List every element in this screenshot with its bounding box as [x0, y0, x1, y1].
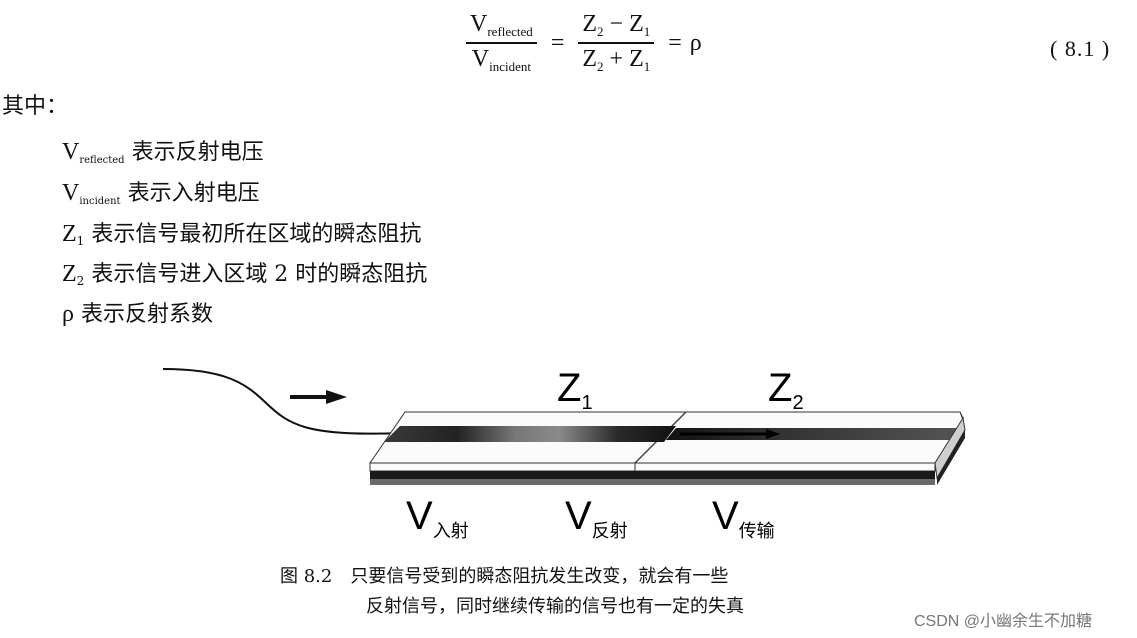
definition-text: 表示反射系数 — [80, 302, 213, 327]
subscript: 1 — [643, 59, 651, 74]
definition-subscript: incident — [79, 196, 121, 207]
v-symbol: V — [471, 46, 490, 72]
minus-sign: − — [609, 11, 624, 37]
board-front-z2 — [634, 462, 936, 472]
definition-symbol: V — [62, 139, 80, 165]
impedance-ratio-fraction: Z2 − Z1 Z2 + Z1 — [578, 11, 655, 75]
v-reflected-subscript: 反射 — [591, 521, 628, 542]
board-front-z1 — [369, 462, 636, 472]
definition-item: ρ 表示反射系数 — [62, 298, 427, 338]
subscript: 1 — [643, 24, 651, 39]
definition-list: Vreflected 表示反射电压 Vincident 表示入射电压 Z1 表示… — [62, 136, 427, 338]
z1-subscript: 1 — [581, 392, 593, 414]
definition-text: 表示反射电压 — [131, 140, 264, 165]
transmitted-signal-arrow — [680, 429, 780, 439]
signal-direction-arrow — [290, 390, 347, 404]
reflected-subscript: reflected — [487, 24, 533, 39]
z2-subscript: 2 — [792, 392, 804, 414]
caption-line-2: 反射信号，同时继续传输的信号也有一定的失真 — [366, 596, 744, 617]
v-transmitted-symbol: V — [712, 494, 739, 538]
definition-symbol: V — [62, 180, 80, 206]
definition-subscript: 2 — [76, 274, 85, 288]
equals-sign: = — [668, 29, 682, 56]
equation: Vreflected Vincident = Z2 − Z1 Z2 + Z1 =… — [460, 8, 702, 78]
caption-line-1: 图 8.2 只要信号受到的瞬态阻抗发生改变，就会有一些 — [280, 566, 729, 587]
subscript: 2 — [597, 59, 604, 74]
z1-label: Z1 — [557, 366, 593, 415]
definition-item: Z1 表示信号最初所在区域的瞬态阻抗 — [62, 218, 427, 258]
v-symbol: V — [470, 11, 488, 37]
definition-symbol: ρ — [62, 301, 74, 327]
fraction-numerator: Z2 − Z1 — [578, 11, 654, 40]
v-incident-symbol: V — [406, 494, 433, 538]
equals-sign: = — [550, 29, 565, 56]
definition-symbol: Z — [62, 221, 77, 247]
definition-text: 表示信号进入区域 2 时的瞬态阻抗 — [91, 262, 428, 287]
z-symbol: Z — [582, 46, 598, 72]
definition-symbol: Z — [62, 261, 77, 287]
plus-sign: + — [609, 46, 624, 72]
subscript: 2 — [597, 24, 604, 39]
z-symbol: Z — [629, 11, 644, 37]
v-incident-label: V入射 — [406, 494, 469, 543]
signal-trace-z1 — [384, 426, 676, 442]
fraction-denominator: Vincident — [468, 46, 535, 75]
fraction-bar — [578, 42, 655, 44]
incoming-signal-wire — [162, 368, 401, 435]
v-incident-subscript: 入射 — [432, 521, 469, 542]
v-reflected-symbol: V — [565, 494, 592, 538]
v-reflected-label: V反射 — [565, 494, 628, 543]
equation-number: ( 8.1 ) — [1050, 36, 1111, 61]
signal-trace-z2 — [666, 428, 963, 440]
definition-item: Vreflected 表示反射电压 — [62, 136, 427, 177]
v-transmitted-label: V传输 — [712, 494, 775, 543]
fraction-bar — [466, 42, 537, 44]
definition-subscript: reflected — [79, 155, 125, 166]
incident-subscript: incident — [489, 59, 532, 74]
figure-caption: 图 8.2 只要信号受到的瞬态阻抗发生改变，就会有一些 反射信号，同时继续传输的… — [280, 562, 744, 622]
definition-item: Vincident 表示入射电压 — [62, 177, 427, 218]
intro-text: 其中： — [2, 94, 69, 119]
definition-item: Z2 表示信号进入区域 2 时的瞬态阻抗 — [62, 258, 427, 298]
z-symbol: Z — [629, 46, 644, 72]
definition-text: 表示入射电压 — [127, 181, 260, 206]
v-transmitted-subscript: 传输 — [738, 521, 775, 542]
z-symbol: Z — [582, 11, 598, 37]
ground-plane — [370, 471, 935, 479]
rho-symbol: ρ — [689, 29, 702, 56]
voltage-ratio-fraction: Vreflected Vincident — [466, 11, 537, 75]
definition-subscript: 1 — [76, 234, 85, 248]
csdn-watermark: CSDN @小幽余生不加糖 — [914, 613, 1093, 630]
definition-text: 表示信号最初所在区域的瞬态阻抗 — [91, 222, 422, 247]
fraction-denominator: Z2 + Z1 — [578, 46, 654, 75]
z2-symbol: Z — [768, 366, 793, 410]
z2-label: Z2 — [768, 366, 804, 415]
z1-symbol: Z — [557, 366, 582, 410]
fraction-numerator: Vreflected — [466, 11, 537, 40]
